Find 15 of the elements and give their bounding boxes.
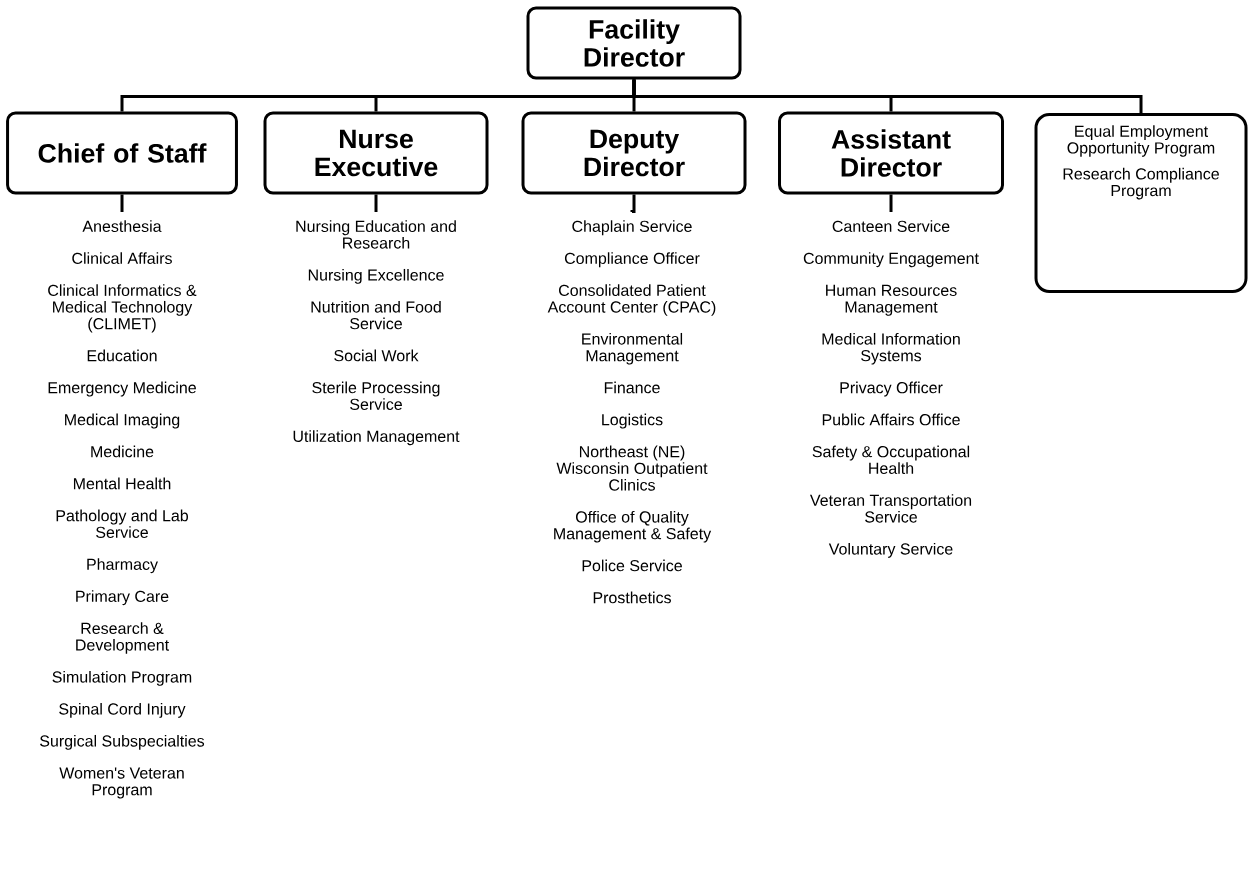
service-list: Nursing Education and Research Nursing Excellence Nutrition and Food Service Social Work Sterile Processing Service Utilization Management — [293, 220, 460, 446]
service-list: Anesthesia Clinical Affairs Clinical Informatics & Medical Technology (CLIMET) Education Emergency Medicine Medical Imaging Medicine Mental Health Pathology and Lab Service Pharmacy Primary Care Research & Development Simulation Program Spinal Cord Injury Surgical Subspecialties Women's Veteran Program — [40, 220, 205, 799]
connector-line — [374, 194, 378, 212]
role-box: Facility Director — [526, 6, 742, 80]
service-list: Canteen Service Community Engagement Human Resources Management Medical Information Systems Privacy Officer Public Affairs Office Safety & Occupational Health Veteran Transportation Service Voluntary Service — [803, 220, 979, 558]
program-box: Equal Employment Opportunity Program Research Compliance Program — [1034, 113, 1248, 293]
role-box: Assistant Director — [778, 111, 1004, 195]
role-box: Deputy Director — [521, 111, 747, 195]
connector-line — [889, 194, 893, 212]
connector-line — [120, 194, 124, 212]
connector-line — [630, 194, 636, 214]
role-box: Nurse Executive — [263, 111, 489, 195]
role-box: Chief of Staff — [6, 111, 238, 195]
service-list: Chaplain Service Compliance Officer Consolidated Patient Account Center (CPAC) Environmental Management Finance Logistics Northeast (NE) Wisconsin Outpatient Clinics Office of Quality Management & Safety Police Service Prosthetics — [547, 220, 716, 604]
connector-line — [632, 79, 1143, 113]
